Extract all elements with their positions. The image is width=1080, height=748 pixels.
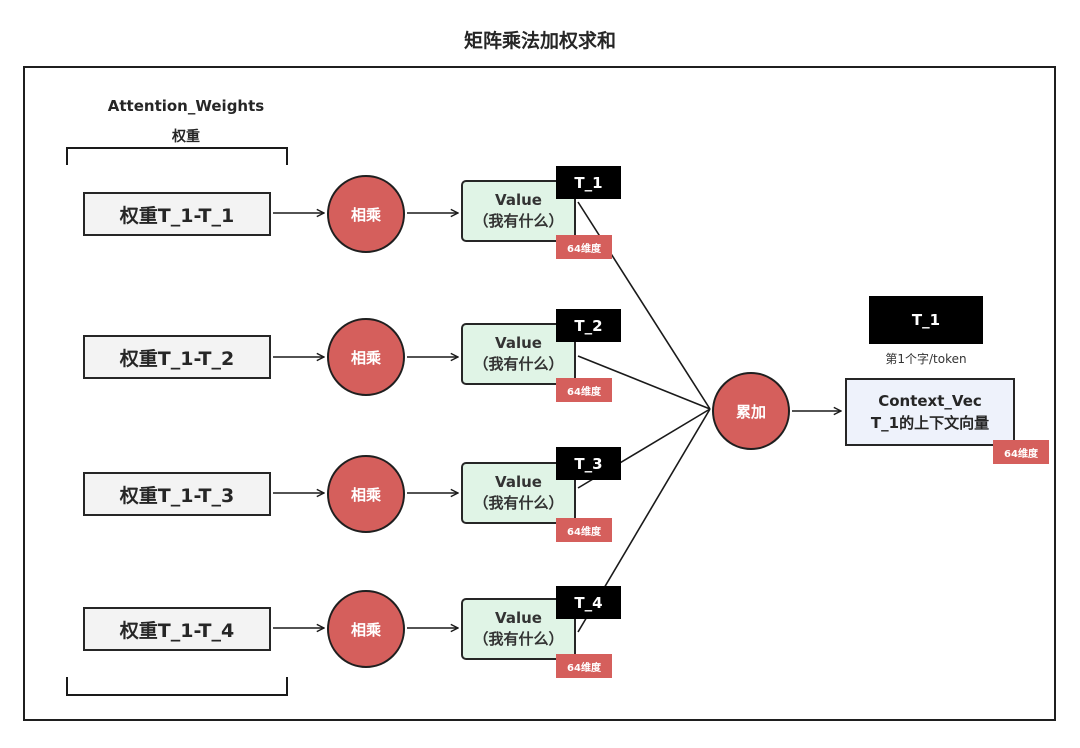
multiply-node-t3: 相乘 [327, 455, 405, 533]
weight-box-t3: 权重T_1-T_3 [83, 472, 271, 516]
token-tag-t2: T_2 [556, 309, 621, 342]
value-title: Value [495, 609, 542, 627]
token-tag-t4: T_4 [556, 586, 621, 619]
value-to-sum-line-2 [577, 355, 711, 410]
output-token-caption: 第1个字/token [885, 352, 967, 366]
output-token-tag: T_1 [869, 296, 983, 344]
value-title: Value [495, 473, 542, 491]
diagram-frame [23, 66, 1056, 721]
context-vector-box: Context_Vec T_1的上下文向量 [845, 378, 1015, 446]
value-subtitle: （我有什么） [473, 212, 564, 230]
token-tag-t1: T_1 [556, 166, 621, 199]
diagram-title: 矩阵乘法加权求和 [463, 30, 616, 52]
context-vector-title: Context_Vec [878, 392, 982, 410]
multiply-node-t1: 相乘 [327, 175, 405, 253]
value-title: Value [495, 334, 542, 352]
value-subtitle: （我有什么） [473, 355, 564, 373]
context-vector-subtitle: T_1的上下文向量 [870, 414, 990, 432]
value-title: Value [495, 191, 542, 209]
dim-badge-t4: 64维度 [556, 654, 612, 678]
weight-box-t4: 权重T_1-T_4 [83, 607, 271, 651]
multiply-node-t2: 相乘 [327, 318, 405, 396]
context-dim-badge: 64维度 [993, 440, 1049, 464]
weight-box-t2: 权重T_1-T_2 [83, 335, 271, 379]
weight-box-t1: 权重T_1-T_1 [83, 192, 271, 236]
multiply-node-t4: 相乘 [327, 590, 405, 668]
dim-badge-t2: 64维度 [556, 378, 612, 402]
attention-weights-subtitle: 权重 [172, 129, 200, 145]
value-subtitle: （我有什么） [473, 630, 564, 648]
value-subtitle: （我有什么） [473, 494, 564, 512]
sum-node: 累加 [712, 372, 790, 450]
bracket-top [66, 147, 288, 165]
bracket-bottom [66, 677, 288, 696]
token-tag-t3: T_3 [556, 447, 621, 480]
value-box-t2: Value （我有什么） [461, 323, 576, 385]
dim-badge-t1: 64维度 [556, 235, 612, 259]
attention-weights-title: Attention_Weights [107, 97, 265, 115]
dim-badge-t3: 64维度 [556, 518, 612, 542]
